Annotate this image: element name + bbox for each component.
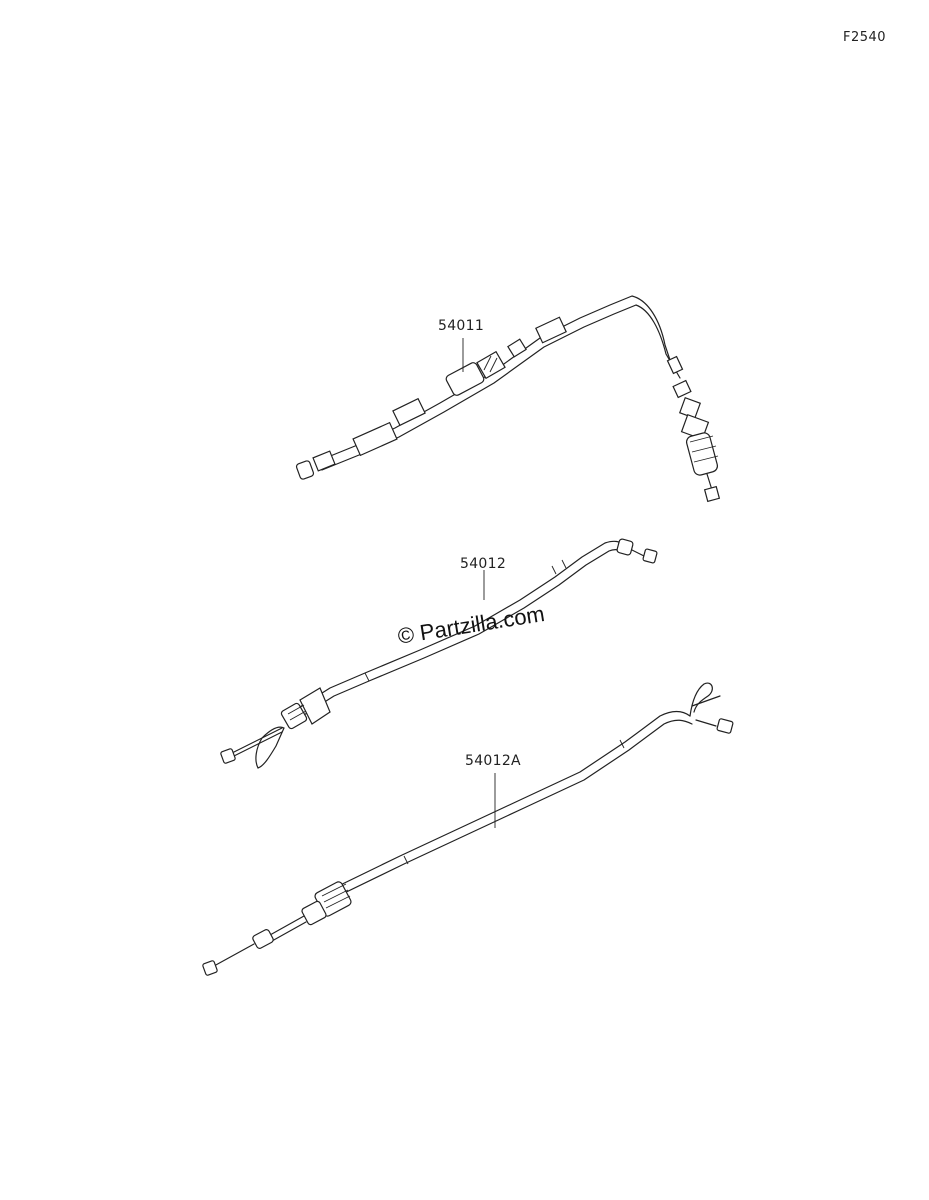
callout-54012[interactable]: 54012 (460, 556, 507, 572)
callout-54012a[interactable]: 54012A (465, 753, 521, 769)
throttle-cable-54012a[interactable] (202, 682, 734, 976)
figure-code: F2540 (843, 30, 887, 45)
callout-54011[interactable]: 54011 (438, 318, 485, 334)
throttle-cable-54012[interactable] (220, 538, 658, 769)
clutch-cable-54011[interactable] (295, 295, 721, 503)
